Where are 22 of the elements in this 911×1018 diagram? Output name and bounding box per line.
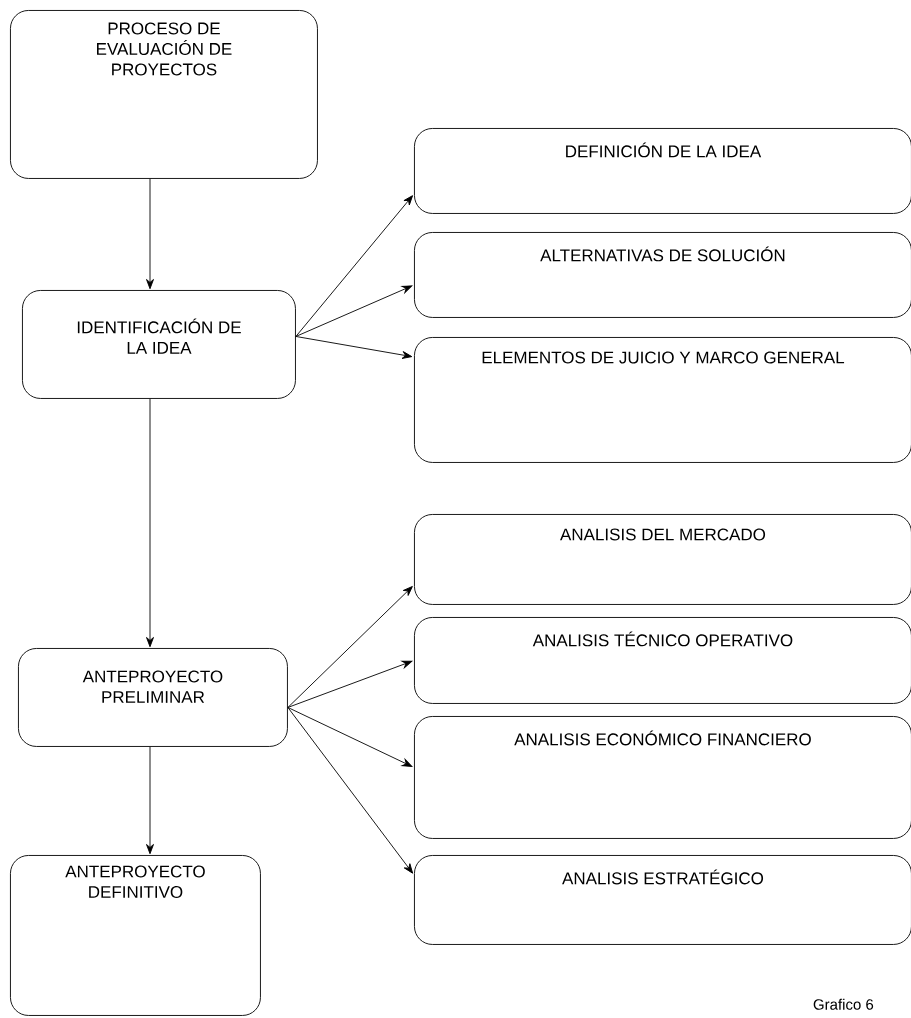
arrow	[287, 707, 413, 767]
process-box: ANALISIS ESTRATÉGICO	[414, 855, 911, 945]
process-box: ELEMENTOS DE JUICIO Y MARCO GENERAL	[414, 337, 911, 463]
arrow	[287, 707, 414, 874]
arrow	[146, 398, 154, 648]
process-box: IDENTIFICACIÓN DE LA IDEA	[22, 290, 296, 399]
arrow	[287, 660, 413, 708]
arrow	[295, 195, 413, 337]
process-box: ALTERNATIVAS DE SOLUCIÓN	[414, 232, 911, 318]
process-box: ANTEPROYECTO DEFINITIVO	[10, 855, 261, 1016]
process-box: PROCESO DE EVALUACIÓN DE PROYECTOS	[10, 10, 318, 179]
process-box: ANTEPROYECTO PRELIMINAR	[18, 648, 288, 747]
arrow	[287, 586, 413, 708]
arrow	[146, 178, 154, 290]
process-box: ANALISIS DEL MERCADO	[414, 514, 911, 605]
arrow	[295, 285, 413, 337]
arrow	[295, 336, 413, 359]
arrow	[146, 746, 154, 855]
process-box: ANALISIS ECONÓMICO FINANCIERO	[414, 716, 911, 839]
process-box: DEFINICIÓN DE LA IDEA	[414, 128, 911, 214]
process-box: ANALISIS TÉCNICO OPERATIVO	[414, 617, 911, 704]
figure-number: Grafico 6	[813, 998, 874, 1010]
